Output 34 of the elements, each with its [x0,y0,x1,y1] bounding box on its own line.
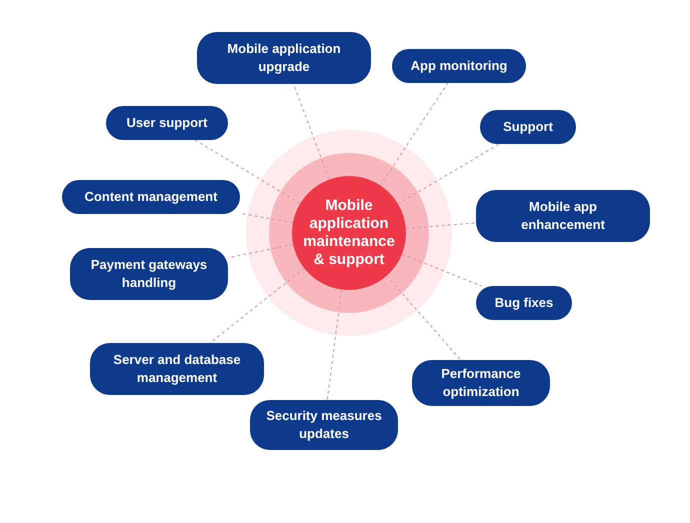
topic-pill [106,106,228,140]
topic-label: Security measures updates [265,407,383,443]
topic-label: Server and database management [112,351,242,387]
dashed-connector [228,244,294,258]
dashed-connector [405,222,476,229]
topic-label: Content management [84,188,218,206]
dashed-connector [380,82,448,186]
topic-label: Performance optimization [440,365,522,401]
hub-title: Mobile application maintenance & support [302,197,396,269]
topic-label: Payment gateways handling [90,256,208,292]
dashed-connector [386,275,462,360]
topic-label: Support [503,118,553,136]
topic-label: User support [126,114,208,132]
topic-pill [70,248,228,300]
dashed-connector [209,268,305,344]
dashed-connector [293,84,330,180]
dashed-connector [240,212,294,224]
dashed-connector [401,254,482,286]
topic-pill [412,360,550,406]
topic-label: Bug fixes [494,294,554,312]
topic-label: App monitoring [410,57,508,75]
topic-label: Mobile application upgrade [226,40,342,76]
dashed-connector [398,144,500,204]
topic-pill [480,110,576,144]
topic-pill [250,400,398,450]
topic-pill [90,343,264,395]
dashed-connector [326,289,342,400]
topic-pill [476,286,572,320]
topic-pill [392,49,526,83]
topic-label: Mobile app enhancement [520,198,606,234]
topic-pill [62,180,240,214]
dashed-connector [194,140,301,204]
topic-pill [197,32,371,84]
topic-pill [476,190,650,242]
